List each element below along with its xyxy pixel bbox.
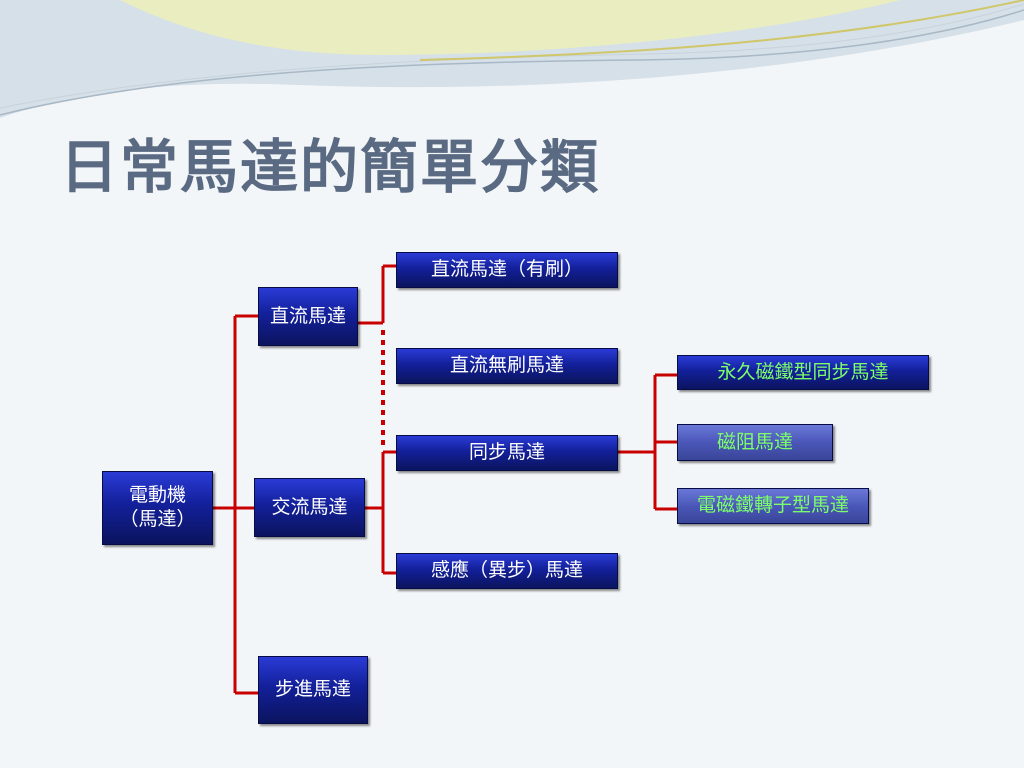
node-reluctance-motor: 磁阻馬達: [677, 424, 833, 461]
page-title: 日常馬達的簡單分類: [60, 133, 601, 201]
node-electric-motor-line2: （馬達）: [119, 508, 196, 530]
node-induction-motor: 感應（異步）馬達: [396, 553, 618, 589]
node-permanent-magnet-sync-motor: 永久磁鐵型同步馬達: [677, 355, 929, 390]
node-dc-brushed-motor: 直流馬達（有刷）: [396, 252, 618, 288]
node-dc-motor: 直流馬達: [258, 287, 358, 346]
node-dc-brushless-motor: 直流無刷馬達: [396, 348, 618, 384]
node-electromagnet-rotor-motor: 電磁鐵轉子型馬達: [677, 488, 869, 524]
node-synchronous-motor: 同步馬達: [396, 435, 618, 471]
node-ac-motor: 交流馬達: [254, 478, 365, 537]
node-electric-motor-line1: 電動機: [128, 484, 186, 507]
header-swoosh-decoration: [0, 0, 1024, 118]
node-stepper-motor: 步進馬達: [258, 656, 368, 724]
node-electric-motor: 電動機 （馬達）: [102, 471, 213, 545]
